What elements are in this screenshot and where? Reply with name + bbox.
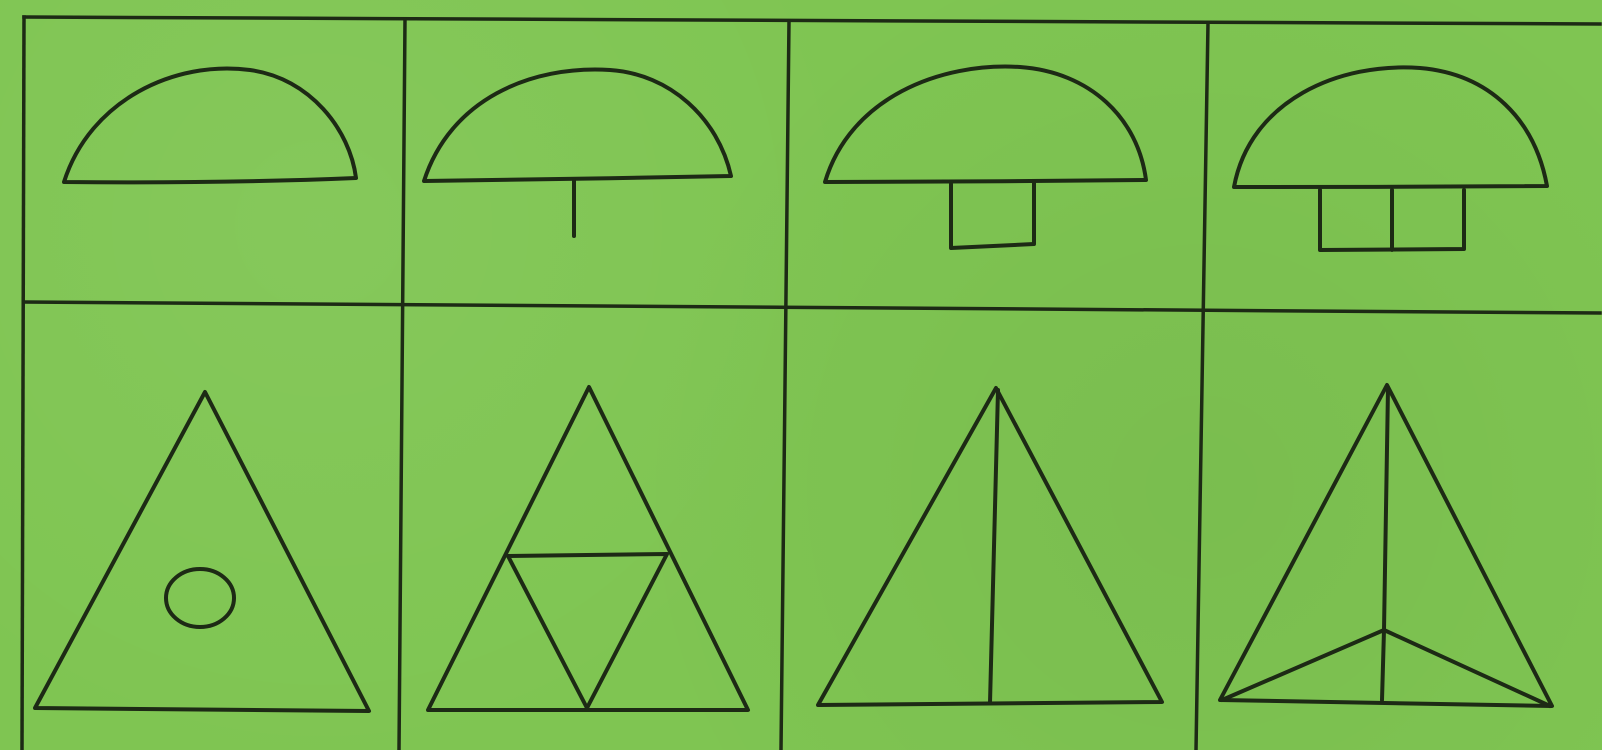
three-segments <box>1222 388 1550 706</box>
grid-top-border <box>24 17 1600 24</box>
dome-with-square-stem-icon <box>825 67 1146 248</box>
dome-cap <box>424 70 731 181</box>
inscribed-triangle <box>508 554 667 708</box>
triangle-with-three-segments-icon <box>1220 385 1552 706</box>
dome-icon <box>64 68 356 182</box>
outer-triangle <box>428 387 748 710</box>
dome-cap <box>825 67 1146 182</box>
grid-divider-1 <box>399 19 405 750</box>
triangle-with-median-icon <box>818 388 1162 705</box>
triangle-with-circle-icon <box>35 392 369 711</box>
double-square-stem <box>1320 190 1464 250</box>
outer-triangle <box>35 392 369 711</box>
grid-left-border <box>22 17 24 750</box>
mushroom-row <box>64 67 1547 250</box>
triangle-row <box>35 385 1552 711</box>
dome-cap <box>64 68 356 182</box>
dome-cap <box>1234 67 1547 187</box>
vertical-median <box>990 390 998 703</box>
dome-with-line-stem-icon <box>424 70 731 236</box>
triangle-with-inscribed-triangle-icon <box>428 387 748 710</box>
grid-divider-3 <box>1196 23 1208 750</box>
grid-divider-2 <box>781 21 789 750</box>
grid-middle-horizontal <box>24 302 1600 313</box>
dome-with-double-square-stem-icon <box>1234 67 1547 250</box>
inner-circle <box>166 569 234 627</box>
square-stem <box>951 182 1034 248</box>
